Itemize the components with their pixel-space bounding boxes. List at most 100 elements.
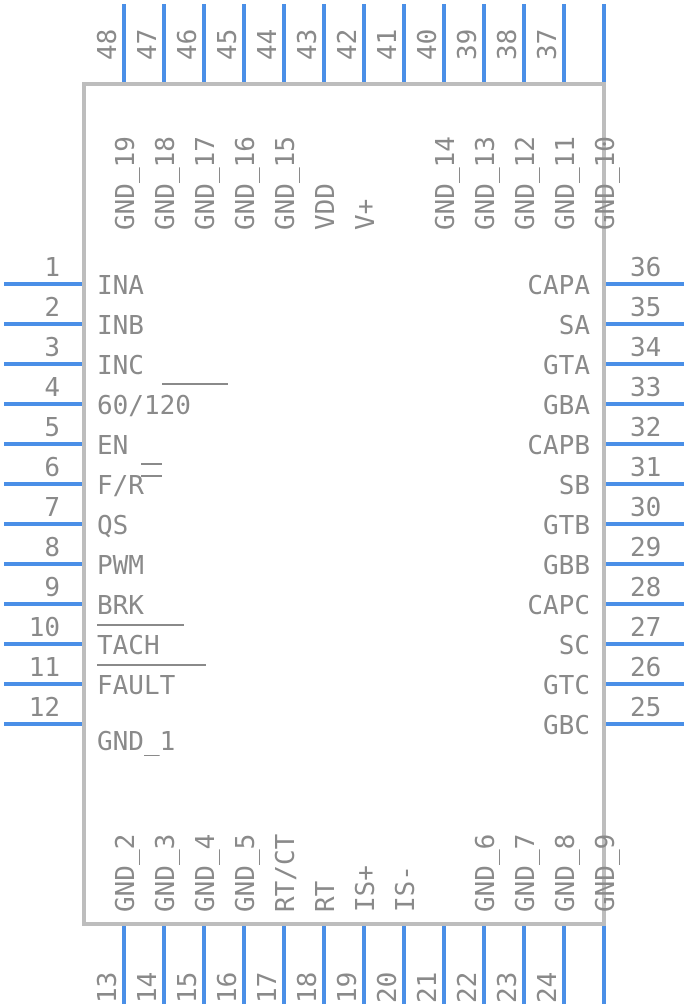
pin-label-gnd-19: GND_19 [111,136,141,230]
pin-38-number: 38 [493,29,523,60]
pin-32-number: 32 [630,413,661,443]
ic-body [82,82,606,926]
pin-label-v: V+ [351,199,381,230]
pin-label-fault: FAULT [97,671,176,701]
pin-label-inc: INC [97,351,144,381]
pin-label-f-r: F/R [97,471,144,501]
pin-lines [4,4,684,1004]
pin-label-gnd-15: GND_15 [271,136,301,230]
pin-label-is: IS+ [351,865,381,912]
pin-40-number: 40 [413,29,443,60]
pin-label-gnd-4: GND_4 [191,834,221,912]
pin-label-gnd-14: GND_14 [431,136,461,230]
pin-label-capb: CAPB [527,431,590,461]
pin-label-pwm: PWM [97,551,144,581]
pin-9-number: 9 [44,573,60,603]
pin-label-tach: TACH [97,631,160,661]
pin-48-number: 48 [93,29,123,60]
pin-7-number: 7 [44,493,60,523]
pin-label-gba: GBA [543,391,590,421]
pin-24-number: 24 [533,972,563,1003]
pin-28-number: 28 [630,573,661,603]
pin-36-number: 36 [630,253,661,283]
pin-27-number: 27 [630,613,661,643]
pin-label-en: EN [97,431,128,461]
pin-34-number: 34 [630,333,661,363]
pin-8-number: 8 [44,533,60,563]
pin-22-number: 22 [453,972,483,1003]
pin-label-gnd-5: GND_5 [231,834,261,912]
pin-15-number: 15 [173,972,203,1003]
pin-45-number: 45 [213,29,243,60]
pin-label-gnd-17: GND_17 [191,136,221,230]
pin-14-number: 14 [133,972,163,1003]
pin-label-gbb: GBB [543,551,590,581]
pin-label-gtb: GTB [543,511,590,541]
pin-31-number: 31 [630,453,661,483]
pin-2-number: 2 [44,293,60,323]
pin-46-number: 46 [173,29,203,60]
pin-label-60-120: 60/120 [97,391,191,421]
pin-label-ina: INA [97,271,144,301]
pin-label-rt: RT [311,880,341,912]
pin-4-number: 4 [44,373,60,403]
pin-37-number: 37 [533,29,563,60]
pin-5-number: 5 [44,413,60,443]
pin-label-sa: SA [559,311,591,341]
pin-label-capc: CAPC [527,591,590,621]
pin-label-sb: SB [559,471,590,501]
pin-label-is: IS- [391,865,421,912]
pin-label-gnd-8: GND_8 [551,834,581,912]
pin-21-number: 21 [413,972,443,1003]
pin-label-gnd-1: GND_1 [97,727,175,757]
pin-44-number: 44 [253,29,283,60]
pin-label-sc: SC [559,631,590,661]
pin-label-gnd-9: GND_9 [591,834,621,912]
pin-18-number: 18 [293,972,323,1003]
pin-label-rt-ct: RT/CT [271,833,301,912]
pin-label-qs: QS [97,511,128,541]
pin-label-brk: BRK [97,591,144,621]
pin-6-number: 6 [44,453,60,483]
pin-label-gnd-3: GND_3 [151,834,181,912]
pin-29-number: 29 [630,533,661,563]
pin-label-gnd-18: GND_18 [151,136,181,230]
pin-label-gnd-16: GND_16 [231,136,261,230]
pin-19-number: 19 [333,972,363,1003]
pin-10-number: 10 [29,613,60,643]
pin-13-number: 13 [93,972,123,1003]
pin-23-number: 23 [493,972,523,1003]
pin-label-gnd-2: GND_2 [111,834,141,912]
pin-label-gtc: GTC [543,671,590,701]
pin-17-number: 17 [253,972,283,1003]
pin-label-gnd-13: GND_13 [471,136,501,230]
pin-41-number: 41 [373,29,403,60]
pin-label-gta: GTA [543,351,590,381]
pin-47-number: 47 [133,29,163,60]
pin-label-gnd-7: GND_7 [511,834,541,912]
pin-1-number: 1 [44,253,60,283]
pin-label-gnd-10: GND_10 [591,136,621,230]
pin-42-number: 42 [333,29,363,60]
pin-11-number: 11 [29,653,60,683]
pin-label-capa: CAPA [527,271,590,301]
pin-43-number: 43 [293,29,323,60]
pin-12-number: 12 [29,693,60,723]
pin-label-vdd: VDD [311,183,341,230]
pin-3-number: 3 [44,333,60,363]
pin-20-number: 20 [373,972,403,1003]
pin-16-number: 16 [213,972,243,1003]
pin-label-gnd-12: GND_12 [511,136,541,230]
pin-label-gnd-11: GND_11 [551,136,581,230]
pin-35-number: 35 [630,293,661,323]
pin-label-gbc: GBC [543,711,590,741]
pin-25-number: 25 [630,693,661,723]
pin-30-number: 30 [630,493,661,523]
pin-39-number: 39 [453,29,483,60]
pin-26-number: 26 [630,653,661,683]
pin-33-number: 33 [630,373,661,403]
pin-label-inb: INB [97,311,144,341]
pin-label-gnd-6: GND_6 [471,834,501,912]
